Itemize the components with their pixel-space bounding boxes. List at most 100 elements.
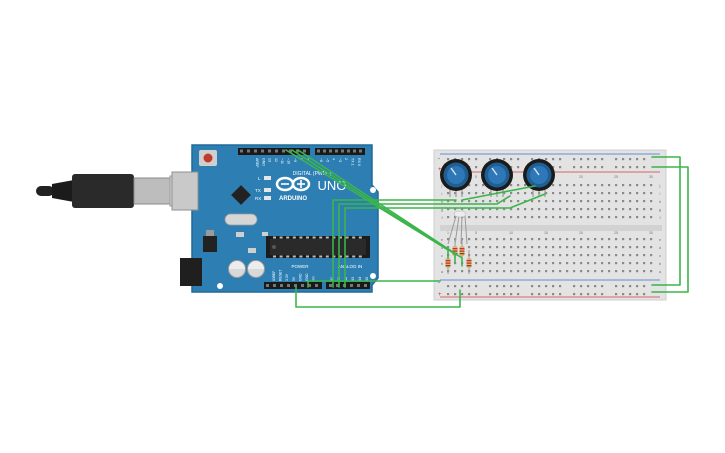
- terminal-hole[interactable]: [622, 184, 625, 187]
- terminal-hole[interactable]: [629, 208, 632, 211]
- potentiometer-1[interactable]: [440, 159, 472, 197]
- rail-hole[interactable]: [559, 285, 562, 288]
- rail-hole[interactable]: [510, 158, 513, 161]
- terminal-hole[interactable]: [643, 270, 646, 273]
- terminal-hole[interactable]: [643, 246, 646, 249]
- terminal-hole[interactable]: [531, 216, 534, 219]
- terminal-hole[interactable]: [454, 192, 457, 195]
- terminal-hole[interactable]: [643, 238, 646, 241]
- terminal-hole[interactable]: [447, 200, 450, 203]
- rail-hole[interactable]: [622, 158, 625, 161]
- terminal-hole[interactable]: [629, 238, 632, 241]
- terminal-hole[interactable]: [608, 254, 611, 257]
- terminal-hole[interactable]: [573, 200, 576, 203]
- terminal-hole[interactable]: [566, 208, 569, 211]
- terminal-hole[interactable]: [517, 200, 520, 203]
- rail-hole[interactable]: [475, 293, 478, 296]
- terminal-hole[interactable]: [636, 184, 639, 187]
- terminal-hole[interactable]: [566, 270, 569, 273]
- rail-hole[interactable]: [552, 166, 555, 169]
- rail-hole[interactable]: [587, 166, 590, 169]
- rail-hole[interactable]: [545, 285, 548, 288]
- rail-hole[interactable]: [601, 293, 604, 296]
- header-pin[interactable]: [289, 149, 292, 153]
- terminal-hole[interactable]: [587, 254, 590, 257]
- rail-hole[interactable]: [594, 158, 597, 161]
- rail-hole[interactable]: [510, 166, 513, 169]
- terminal-hole[interactable]: [524, 238, 527, 241]
- header-pin[interactable]: [254, 149, 257, 153]
- terminal-hole[interactable]: [482, 262, 485, 265]
- terminal-hole[interactable]: [573, 208, 576, 211]
- rail-hole[interactable]: [580, 285, 583, 288]
- header-pin[interactable]: [273, 284, 276, 287]
- header-pin[interactable]: [266, 284, 269, 287]
- rail-hole[interactable]: [601, 285, 604, 288]
- rail-hole[interactable]: [552, 285, 555, 288]
- rail-hole[interactable]: [531, 285, 534, 288]
- terminal-hole[interactable]: [482, 208, 485, 211]
- terminal-hole[interactable]: [622, 238, 625, 241]
- rail-hole[interactable]: [468, 293, 471, 296]
- rail-hole[interactable]: [475, 166, 478, 169]
- rail-hole[interactable]: [503, 285, 506, 288]
- terminal-hole[interactable]: [552, 184, 555, 187]
- terminal-hole[interactable]: [650, 238, 653, 241]
- rail-hole[interactable]: [461, 285, 464, 288]
- rail-hole[interactable]: [531, 158, 534, 161]
- terminal-hole[interactable]: [454, 216, 457, 219]
- rail-hole[interactable]: [594, 166, 597, 169]
- terminal-hole[interactable]: [636, 200, 639, 203]
- rail-hole[interactable]: [587, 158, 590, 161]
- terminal-hole[interactable]: [510, 200, 513, 203]
- terminal-hole[interactable]: [545, 208, 548, 211]
- terminal-hole[interactable]: [531, 262, 534, 265]
- rail-hole[interactable]: [475, 285, 478, 288]
- header-pin[interactable]: [335, 149, 338, 153]
- rail-hole[interactable]: [538, 293, 541, 296]
- terminal-hole[interactable]: [650, 270, 653, 273]
- terminal-hole[interactable]: [594, 200, 597, 203]
- header-pin[interactable]: [282, 149, 285, 153]
- terminal-hole[interactable]: [587, 262, 590, 265]
- terminal-hole[interactable]: [559, 238, 562, 241]
- rail-hole[interactable]: [615, 285, 618, 288]
- terminal-hole[interactable]: [615, 246, 618, 249]
- terminal-hole[interactable]: [580, 254, 583, 257]
- terminal-hole[interactable]: [650, 208, 653, 211]
- terminal-hole[interactable]: [468, 246, 471, 249]
- rail-hole[interactable]: [545, 293, 548, 296]
- terminal-hole[interactable]: [559, 270, 562, 273]
- terminal-hole[interactable]: [531, 192, 534, 195]
- terminal-hole[interactable]: [559, 200, 562, 203]
- terminal-hole[interactable]: [566, 184, 569, 187]
- rail-hole[interactable]: [643, 285, 646, 288]
- rail-hole[interactable]: [629, 166, 632, 169]
- terminal-hole[interactable]: [580, 208, 583, 211]
- terminal-hole[interactable]: [510, 246, 513, 249]
- wire-a2-to-pot3[interactable]: [344, 193, 546, 288]
- terminal-hole[interactable]: [629, 184, 632, 187]
- rail-hole[interactable]: [447, 158, 450, 161]
- terminal-hole[interactable]: [622, 192, 625, 195]
- terminal-hole[interactable]: [496, 238, 499, 241]
- terminal-hole[interactable]: [461, 200, 464, 203]
- header-pin[interactable]: [296, 149, 299, 153]
- terminal-hole[interactable]: [503, 254, 506, 257]
- terminal-hole[interactable]: [636, 262, 639, 265]
- terminal-hole[interactable]: [573, 192, 576, 195]
- terminal-hole[interactable]: [608, 200, 611, 203]
- terminal-hole[interactable]: [615, 270, 618, 273]
- rail-hole[interactable]: [475, 158, 478, 161]
- terminal-hole[interactable]: [475, 270, 478, 273]
- rail-hole[interactable]: [510, 285, 513, 288]
- terminal-hole[interactable]: [587, 208, 590, 211]
- header-pin[interactable]: [275, 149, 278, 153]
- terminal-hole[interactable]: [454, 270, 457, 273]
- wire-rail-right-2[interactable]: [651, 166, 689, 293]
- terminal-hole[interactable]: [573, 262, 576, 265]
- terminal-hole[interactable]: [650, 200, 653, 203]
- rail-hole[interactable]: [545, 158, 548, 161]
- terminal-hole[interactable]: [650, 216, 653, 219]
- rail-hole[interactable]: [643, 166, 646, 169]
